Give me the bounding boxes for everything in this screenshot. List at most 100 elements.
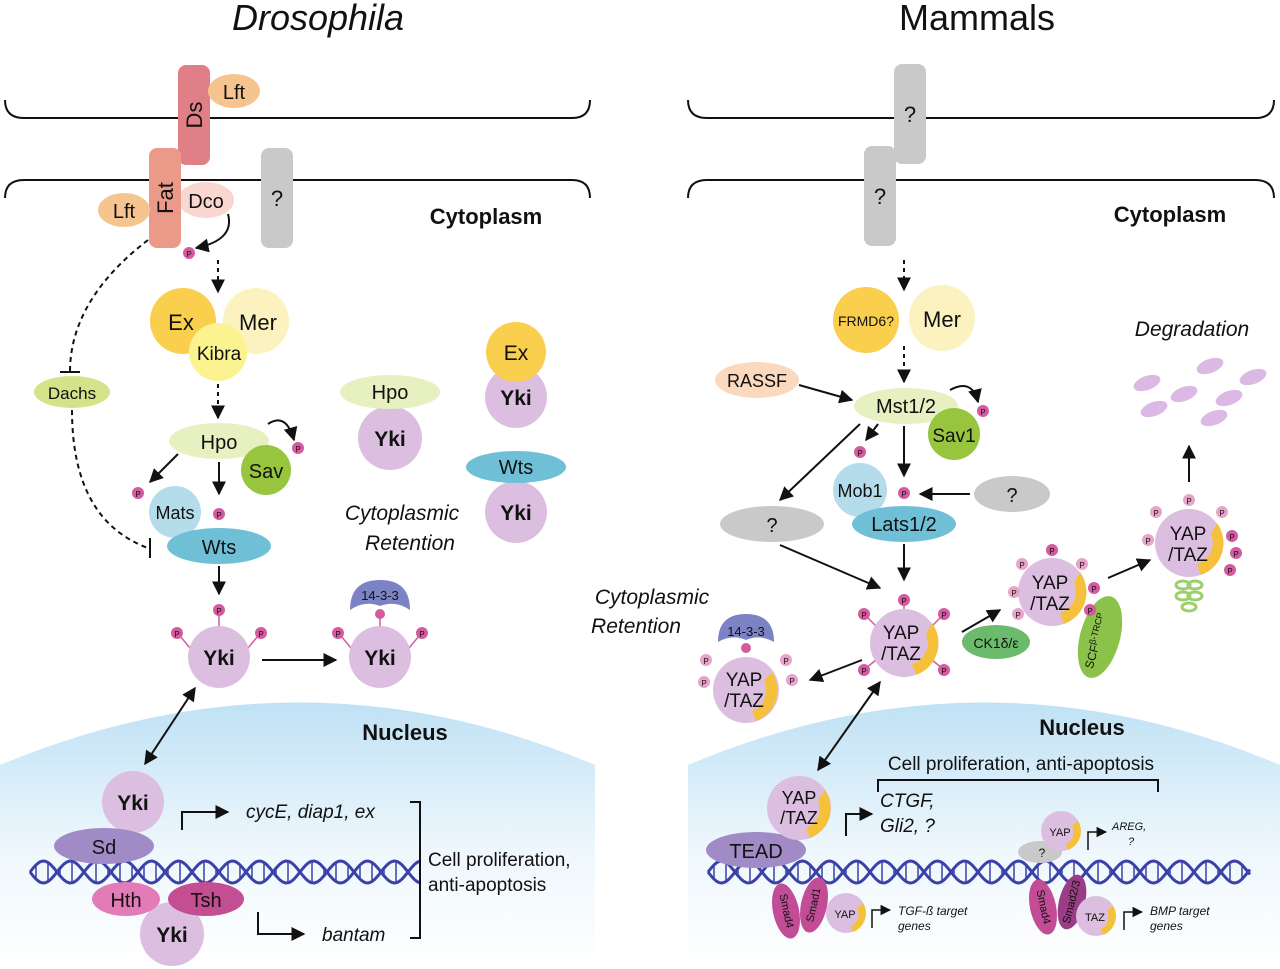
- svg-text:P: P: [941, 611, 946, 620]
- lft-top: Lft: [208, 74, 260, 108]
- svg-text:Sav: Sav: [249, 461, 283, 483]
- mammal-dna: [706, 859, 1252, 885]
- svg-text:P: P: [1227, 567, 1232, 576]
- mst-to-unknown-arrow: [778, 423, 861, 501]
- svg-text:Lft: Lft: [223, 82, 246, 104]
- sav-node: Sav: [241, 445, 291, 495]
- svg-text:Ex: Ex: [168, 310, 194, 335]
- drosophila-retention-label-2: Retention: [365, 532, 455, 555]
- unknown-to-yap-arrow: [779, 544, 882, 590]
- svg-text:Yki: Yki: [500, 502, 532, 525]
- unknown-receptor-drosophila: ?: [261, 148, 293, 248]
- drosophila-membrane-top: [4, 99, 591, 119]
- drosophila-promoter-arrow-1: [181, 805, 230, 830]
- svg-text:Mob1: Mob1: [837, 481, 882, 501]
- mst-to-sav1-arrow: [949, 385, 982, 404]
- mst-node: Mst1/2: [854, 388, 958, 424]
- yap-tead-complex: TEAD YAP /TAZ: [706, 776, 831, 868]
- svg-text:?: ?: [766, 515, 777, 537]
- drosophila-targets-2: bantam: [322, 925, 385, 946]
- drosophila-shuttle-arrow: [144, 686, 196, 766]
- yap-to-ck1-arrow: [961, 609, 1002, 633]
- wts-yki-complex: Wts Yki: [466, 451, 566, 543]
- rassf-to-mst-arrow: [798, 384, 854, 404]
- tgf-targets-2: genes: [898, 919, 931, 933]
- mammal-membrane-bottom: [687, 179, 1275, 199]
- svg-text:P: P: [1011, 589, 1016, 598]
- mob1-node: Mob1: [833, 463, 887, 517]
- mst-to-mob1-arrow: [865, 423, 880, 442]
- dna-strand: [706, 859, 1252, 885]
- svg-text:P: P: [335, 630, 340, 639]
- drosophila-retention-label-1: Cytoplasmic: [345, 502, 460, 525]
- drosophila-outcome-bracket: [410, 801, 421, 939]
- bmp-targets-1: BMP target: [1150, 904, 1210, 918]
- mob1-phospho: P: [854, 446, 866, 458]
- svg-text:?: ?: [874, 184, 886, 209]
- svg-text:Kibra: Kibra: [197, 344, 242, 365]
- areg-targets-1: AREG,: [1111, 821, 1146, 833]
- svg-text:P: P: [1049, 547, 1054, 556]
- hpo-node: Hpo: [169, 423, 269, 459]
- svg-text:Yki: Yki: [500, 387, 532, 410]
- svg-text:P: P: [901, 597, 906, 606]
- svg-text:/TAZ: /TAZ: [1168, 545, 1208, 566]
- sav-phospho: P: [292, 442, 304, 454]
- degradation-fragments: [1133, 357, 1267, 427]
- svg-text:TAZ: TAZ: [1085, 912, 1105, 924]
- svg-text:RASSF: RASSF: [727, 371, 787, 391]
- dna-strand: [28, 859, 421, 885]
- unknown-kinase-right: ?: [974, 476, 1050, 512]
- svg-text:Mst1/2: Mst1/2: [876, 396, 936, 418]
- hpo-to-mats-arrow: [149, 453, 179, 483]
- yap-to-retention-arrow: [808, 659, 863, 683]
- svg-text:/TAZ: /TAZ: [724, 691, 764, 712]
- svg-text:P: P: [258, 630, 263, 639]
- svg-text:/TAZ: /TAZ: [1030, 594, 1070, 615]
- svg-text:?: ?: [1006, 485, 1017, 507]
- fat-phospho: P: [183, 247, 195, 259]
- mats-phospho: P: [132, 487, 144, 499]
- svg-text:Mer: Mer: [239, 310, 277, 335]
- svg-text:Ex: Ex: [504, 342, 529, 365]
- svg-text:P: P: [980, 408, 985, 417]
- svg-text:YAP: YAP: [834, 909, 855, 921]
- dco-kinase: Dco: [178, 182, 234, 218]
- unknown-kinase-left: ?: [720, 506, 824, 542]
- svg-text:Yki: Yki: [203, 647, 235, 670]
- ctgf-targets-1: CTGF,: [880, 791, 935, 812]
- svg-text:14-3-3: 14-3-3: [727, 624, 765, 639]
- scf-to-ubiquitin-arrow: [1107, 558, 1152, 579]
- drosophila-membrane-bottom: [4, 179, 591, 199]
- svg-text:P: P: [941, 667, 946, 676]
- svg-text:P: P: [1229, 533, 1234, 542]
- frmd6-node: FRMD6?: [833, 287, 899, 353]
- svg-text:Fat: Fat: [153, 182, 178, 214]
- yap-scf-complex: SCFβ-TRCP P P P P P P P YAP /TAZ: [1008, 544, 1123, 678]
- svg-text:P: P: [1145, 537, 1150, 546]
- svg-text:P: P: [861, 611, 866, 620]
- svg-text:P: P: [1219, 509, 1224, 518]
- svg-text:?: ?: [1039, 846, 1046, 860]
- svg-text:14-3-3: 14-3-3: [361, 588, 399, 603]
- unknown-receptor-mammal-top: ?: [894, 64, 926, 164]
- svg-text:P: P: [1015, 611, 1020, 620]
- dco-to-fat-arrow: [194, 213, 231, 253]
- svg-text:YAP: YAP: [883, 623, 920, 644]
- mammals-title: Mammals: [899, 0, 1055, 38]
- unknown-receptor-mammal-bottom: ?: [864, 146, 896, 246]
- hpo-yki-complex: Hpo Yki: [340, 375, 440, 470]
- svg-text:Sd: Sd: [92, 837, 116, 859]
- svg-text:Yki: Yki: [374, 428, 406, 451]
- drosophila-title: Drosophila: [232, 0, 404, 38]
- svg-text:Mats: Mats: [155, 503, 194, 523]
- svg-text:P: P: [1087, 607, 1092, 616]
- mammal-membrane-top: [687, 99, 1275, 119]
- mammal-nucleus-label: Nucleus: [1039, 715, 1125, 740]
- svg-text:P: P: [703, 657, 708, 666]
- svg-text:P: P: [295, 445, 300, 454]
- svg-text:P: P: [135, 490, 140, 499]
- svg-text:P: P: [1079, 561, 1084, 570]
- mammal-mer-node: Mer: [909, 285, 975, 351]
